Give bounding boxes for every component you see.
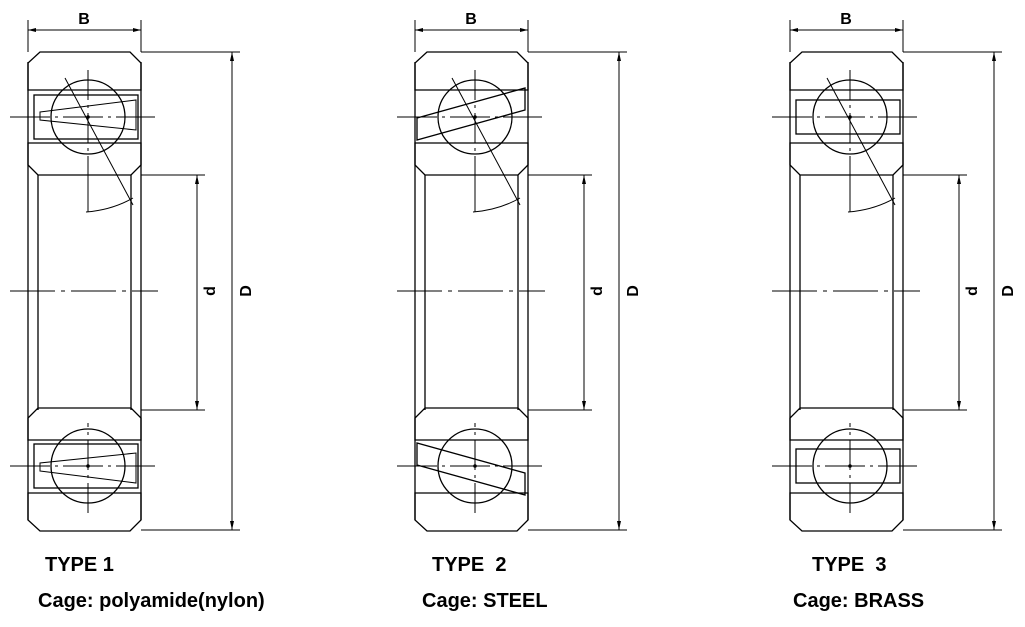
cage-label: Cage: STEEL [422, 590, 548, 612]
cage-label: Cage: polyamide(nylon) [38, 590, 265, 612]
dimension-bore-d-label: d [589, 286, 606, 296]
top-section [397, 51, 542, 176]
inner-ring [789, 142, 904, 176]
ball-center-dot [848, 115, 852, 119]
bearing-type-3: B Dd [772, 11, 1017, 532]
contact-angle-arc [472, 197, 521, 213]
inner-ring [27, 407, 142, 441]
dimension-outer-d-label: D [238, 285, 255, 297]
dimension-bore-d-label: d [202, 286, 219, 296]
dimension-b-label: B [465, 11, 477, 28]
contact-angle-line [64, 77, 134, 206]
outer-ring [789, 492, 904, 532]
type-label: TYPE 3 [812, 554, 886, 576]
type-label: TYPE 1 [45, 554, 114, 576]
outer-ring [414, 51, 529, 91]
inner-ring [789, 407, 904, 441]
cage-label: Cage: BRASS [793, 590, 924, 612]
bottom-section [397, 407, 542, 532]
inner-ring [414, 142, 529, 176]
outer-ring [789, 51, 904, 91]
contact-angle-line [826, 77, 896, 206]
contact-angle-line [451, 77, 521, 206]
top-section [772, 51, 917, 176]
dimension-bore-d-label: d [964, 286, 981, 296]
dimension-outer-d-label: D [1000, 285, 1017, 297]
dimension-b-label: B [78, 11, 90, 28]
ball-center-dot [848, 464, 852, 468]
ball-center-dot [473, 115, 477, 119]
cage-steel [416, 442, 526, 496]
bottom-section [10, 407, 155, 532]
outer-ring [414, 492, 529, 532]
ball-center-dot [473, 464, 477, 468]
outer-ring [27, 492, 142, 532]
contact-angle-arc [847, 197, 896, 213]
cage-steel [416, 87, 526, 141]
dimension-outer-d-label: D [625, 285, 642, 297]
dimension-b-label: B [840, 11, 852, 28]
type-label: TYPE 2 [432, 554, 506, 576]
inner-ring [27, 142, 142, 176]
bearing-type-1: B Dd [10, 11, 255, 532]
bearing-type-2: B Dd [397, 11, 642, 532]
top-section [10, 51, 155, 176]
outer-ring [27, 51, 142, 91]
inner-ring [414, 407, 529, 441]
ball-center-dot [86, 464, 90, 468]
ball-center-dot [86, 115, 90, 119]
contact-angle-arc [85, 197, 134, 213]
bottom-section [772, 407, 917, 532]
